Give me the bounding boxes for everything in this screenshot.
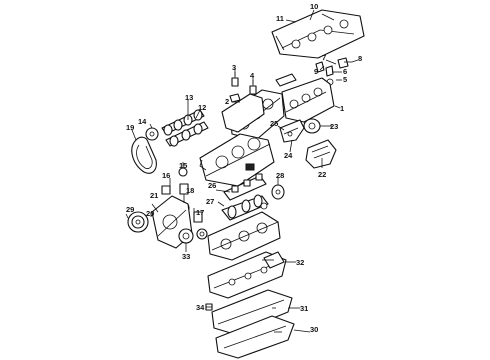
water-pump-33: [178, 228, 194, 244]
bearing-caps: [223, 173, 267, 201]
callout-12: 12: [198, 103, 206, 112]
callout-34: 34: [196, 303, 205, 312]
crankshaft-27: [221, 194, 269, 221]
engine-block: [199, 133, 275, 187]
bedplate: [207, 251, 287, 299]
callout-26: 26: [208, 181, 216, 190]
callout-20: 20: [146, 209, 154, 218]
crank-pulley-28: [271, 184, 285, 200]
oil-pan-30: [215, 315, 295, 359]
callout-16: 16: [162, 171, 170, 180]
callout-3: 3: [232, 63, 236, 72]
camshaft: [161, 109, 205, 136]
tensioner-17: [193, 211, 208, 240]
damper-23: [303, 118, 321, 134]
callout-11: 11: [276, 14, 284, 23]
callout-29: 29: [126, 205, 134, 214]
head-bolts: [229, 72, 257, 103]
callout-24: 24: [284, 151, 293, 160]
callout-labels: 1 2 3 4 5 6 7 8 9 10 11 12 13 14 15 16 1…: [126, 2, 362, 334]
callout-8: 8: [358, 54, 362, 63]
callout-6: 6: [343, 67, 347, 76]
callout-10: 10: [310, 2, 318, 11]
crankshaft-upper: [279, 119, 305, 143]
callout-5: 5: [343, 75, 347, 84]
gasket-right: [275, 73, 297, 87]
callout-1: 1: [340, 104, 344, 113]
oil-pump-22: [305, 139, 337, 169]
callout-22: 22: [318, 170, 326, 179]
callout-28: 28: [276, 171, 284, 180]
callout-27: 27: [206, 197, 214, 206]
cam-sprocket: [145, 127, 159, 141]
callout-18: 18: [186, 186, 194, 195]
callout-33: 33: [182, 252, 190, 261]
callout-30: 30: [310, 325, 318, 334]
cylinder-head-right: [281, 77, 335, 123]
callout-23: 23: [330, 122, 338, 131]
camshaft-2: [165, 121, 209, 147]
callout-31: 31: [300, 304, 308, 313]
callout-13: 13: [185, 93, 193, 102]
callout-15: 15: [179, 161, 187, 170]
callout-2: 2: [225, 97, 229, 106]
callout-4: 4: [250, 71, 255, 80]
callout-25: 25: [270, 119, 278, 128]
timing-chain: [131, 136, 157, 174]
balancer-29: [127, 211, 149, 233]
callout-14: 14: [138, 117, 147, 126]
callout-17: 17: [196, 208, 204, 217]
valve-cover: [271, 9, 365, 59]
leader-lines: [125, 9, 359, 333]
lower-block: [207, 211, 281, 261]
callout-19: 19: [126, 123, 134, 132]
callout-21: 21: [150, 191, 158, 200]
callout-32: 32: [296, 258, 304, 267]
callout-7: 7: [322, 53, 326, 62]
callout-9: 9: [314, 67, 318, 76]
